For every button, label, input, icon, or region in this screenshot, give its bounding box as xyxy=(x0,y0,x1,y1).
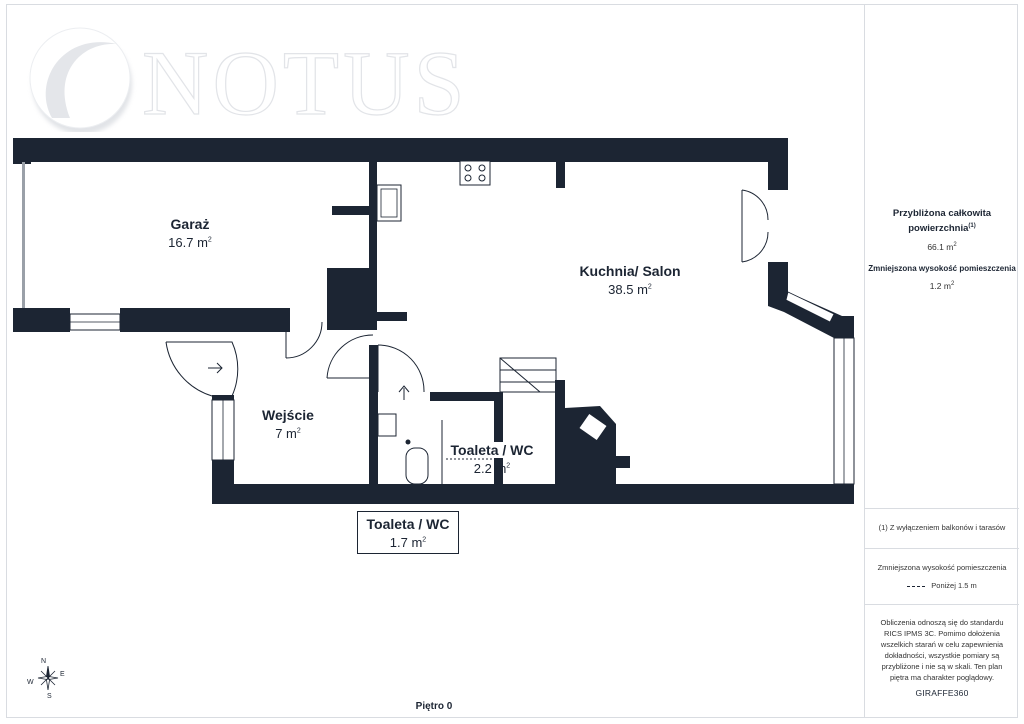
room-garage: Garaż 16.7 m2 xyxy=(130,216,250,250)
room-kitchen-area: 38.5 m xyxy=(608,282,648,297)
room-toilet-box-area: 1.7 m xyxy=(389,535,423,550)
room-toilet-small: Toaleta / WC 2.2 m2 xyxy=(450,442,534,476)
total-area-value: 66.1 m xyxy=(927,241,954,252)
svg-text:S: S xyxy=(47,693,52,700)
page-frame xyxy=(6,4,1018,718)
divider xyxy=(865,508,1019,509)
divider xyxy=(865,604,1019,605)
room-entrance-area: 7 m xyxy=(275,426,297,441)
legend-title: Zmniejszona wysokość pomieszczenia xyxy=(877,563,1007,572)
svg-text:E: E xyxy=(60,671,65,678)
svg-text:W: W xyxy=(27,679,34,686)
divider xyxy=(865,548,1019,549)
floor-label: Piętro 0 xyxy=(415,701,453,712)
room-toilet-box-name: Toaleta / WC xyxy=(366,516,450,532)
room-toilet-box: Toaleta / WC 1.7 m2 xyxy=(357,511,459,554)
total-area-title: Przybliżona całkowita powierzchnia xyxy=(892,208,992,235)
compass-icon: N E S W xyxy=(27,658,65,700)
svg-text:N: N xyxy=(41,658,46,665)
room-entrance-name: Wejście xyxy=(262,407,314,423)
reduced-height-title: Zmniejszona wysokość pomieszczenia xyxy=(868,263,1016,273)
room-toilet-small-area: 2.2 m xyxy=(473,461,507,476)
notus-logo: NOTUS xyxy=(29,27,469,132)
logo-text: NOTUS xyxy=(142,32,469,132)
room-kitchen: Kuchnia/ Salon 38.5 m2 xyxy=(555,263,705,297)
room-toilet-small-name: Toaleta / WC xyxy=(450,442,534,458)
legend-section: Zmniejszona wysokość pomieszczenia Poniż… xyxy=(865,562,1019,591)
room-kitchen-name: Kuchnia/ Salon xyxy=(579,263,681,279)
dashed-line-icon xyxy=(907,585,926,587)
disclaimer: Obliczenia odnoszą się do standardu RICS… xyxy=(880,618,1004,682)
room-garage-area: 16.7 m xyxy=(168,235,208,250)
total-area-section: Przybliżona całkowita powierzchnia(1) 66… xyxy=(865,207,1019,292)
room-garage-name: Garaż xyxy=(170,216,210,232)
legend-item: Poniżej 1.5 m xyxy=(931,581,977,590)
reduced-height-value: 1.2 m xyxy=(929,280,951,291)
floor-plan xyxy=(13,138,855,504)
room-entrance: Wejście 7 m2 xyxy=(236,407,340,441)
giraffe-brand: GIRAFFE360 xyxy=(915,688,969,698)
info-sidebar: Przybliżona całkowita powierzchnia(1) 66… xyxy=(864,4,1019,718)
footnote: (1) Z wyłączeniem balkonów i tarasów xyxy=(878,523,1006,532)
